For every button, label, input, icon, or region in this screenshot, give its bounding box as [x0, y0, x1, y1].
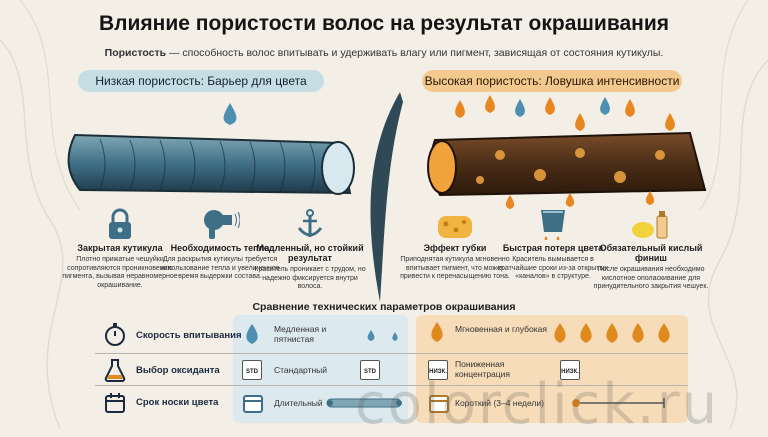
short-duration-bar — [572, 398, 665, 408]
feature-description: Для раскрытия кутикулы требуется использ… — [160, 256, 280, 281]
lock-icon — [109, 208, 131, 239]
comparison-title: Сравнение технических параметров окрашив… — [252, 301, 516, 313]
low-concentration-badge: НИЗК. — [428, 360, 448, 380]
page-title: Влияние пористости волос на результат ок… — [99, 12, 669, 35]
feature-description: Краситель вымывается в кратчайшие сроки … — [497, 256, 609, 281]
calendar-icon — [429, 395, 449, 413]
low-feature-slow-result: Медленный, но стойкий результат Красител… — [250, 206, 370, 292]
std-badge: STD — [242, 360, 262, 380]
row-label-duration: Срок носки цвета — [136, 397, 219, 408]
high-feature-acid-finish: Обязательный кислый финиш После окрашива… — [591, 206, 711, 292]
high-oxidant-value: Пониженная концентрация — [455, 359, 510, 379]
high-porosity-hair-illustration — [427, 95, 707, 209]
high-absorption-drops — [431, 322, 670, 343]
low-porosity-header: Низкая пористость: Барьер для цвета — [78, 70, 324, 92]
feature-title: Эффект губки — [423, 243, 487, 253]
row-label-oxidant: Выбор оксиданта — [136, 365, 220, 376]
low-duration-value: Длительный — [274, 398, 323, 408]
low-porosity-hair-illustration — [67, 103, 355, 195]
feature-title: Обязательный кислый финиш — [599, 243, 703, 263]
sponge-icon — [438, 216, 472, 238]
long-duration-bar — [326, 398, 402, 408]
low-oxidant-value: Стандартный — [274, 365, 328, 375]
central-hair-strand — [370, 92, 403, 302]
row-label-absorption: Скорость впитывания — [136, 330, 242, 341]
calendar-icon — [243, 395, 263, 413]
feature-description: Приподнятая кутикула мгновенно впитывает… — [400, 256, 510, 281]
low-concentration-badge: НИЗК. — [560, 360, 580, 380]
stopwatch-icon — [105, 323, 125, 346]
low-absorption-value: Медленная и пятнистая — [274, 324, 327, 344]
leaking-bucket-icon — [541, 210, 565, 240]
water-drop-icon — [223, 103, 237, 125]
anchor-icon — [297, 209, 323, 237]
low-absorption-drops — [246, 324, 398, 344]
row-divider — [95, 353, 688, 354]
high-feature-sponge: Эффект губки Приподнятая кутикула мгнове… — [395, 206, 515, 282]
feature-title: Закрытая кутикула — [77, 243, 163, 253]
subtitle-definition: — способность волос впитывать и удержива… — [166, 47, 664, 59]
feature-description: После окрашивания необходимо кислотное о… — [593, 266, 709, 291]
high-duration-value: Короткий (3–4 недели) — [455, 398, 544, 408]
subtitle-term: Пористость — [104, 47, 167, 59]
high-feature-fast-loss: Быстрая потеря цвета Краситель вымываетс… — [493, 206, 613, 282]
high-porosity-header: Высокая пористость: Ловушка интенсивност… — [422, 70, 682, 92]
watermark: colorclick.ru — [355, 372, 720, 437]
feature-title: Необходимость тепла — [170, 243, 270, 253]
page-subtitle: Пористость — способность волос впитывать… — [0, 47, 768, 59]
feature-title: Быстрая потеря цвета — [502, 243, 604, 253]
std-badge: STD — [360, 360, 380, 380]
high-absorption-value: Мгновенная и глубокая — [455, 324, 547, 334]
lemon-bottle-icon — [632, 211, 668, 239]
row-divider — [95, 385, 688, 386]
feature-title: Медленный, но стойкий результат — [256, 243, 364, 263]
hair-dryer-icon — [204, 210, 240, 239]
low-feature-closed-cuticle: Закрытая кутикула Плотно прижатые чешуйк… — [60, 206, 180, 290]
low-feature-heat-needed: Необходимость тепла Для раскрытия кутику… — [160, 206, 280, 282]
feature-description: Краситель проникает с трудом, но надежно… — [254, 266, 366, 291]
flask-icon — [104, 359, 126, 382]
feature-description: Плотно прижатые чешуйки сопротивляются п… — [62, 256, 178, 289]
calendar-icon — [105, 393, 125, 413]
